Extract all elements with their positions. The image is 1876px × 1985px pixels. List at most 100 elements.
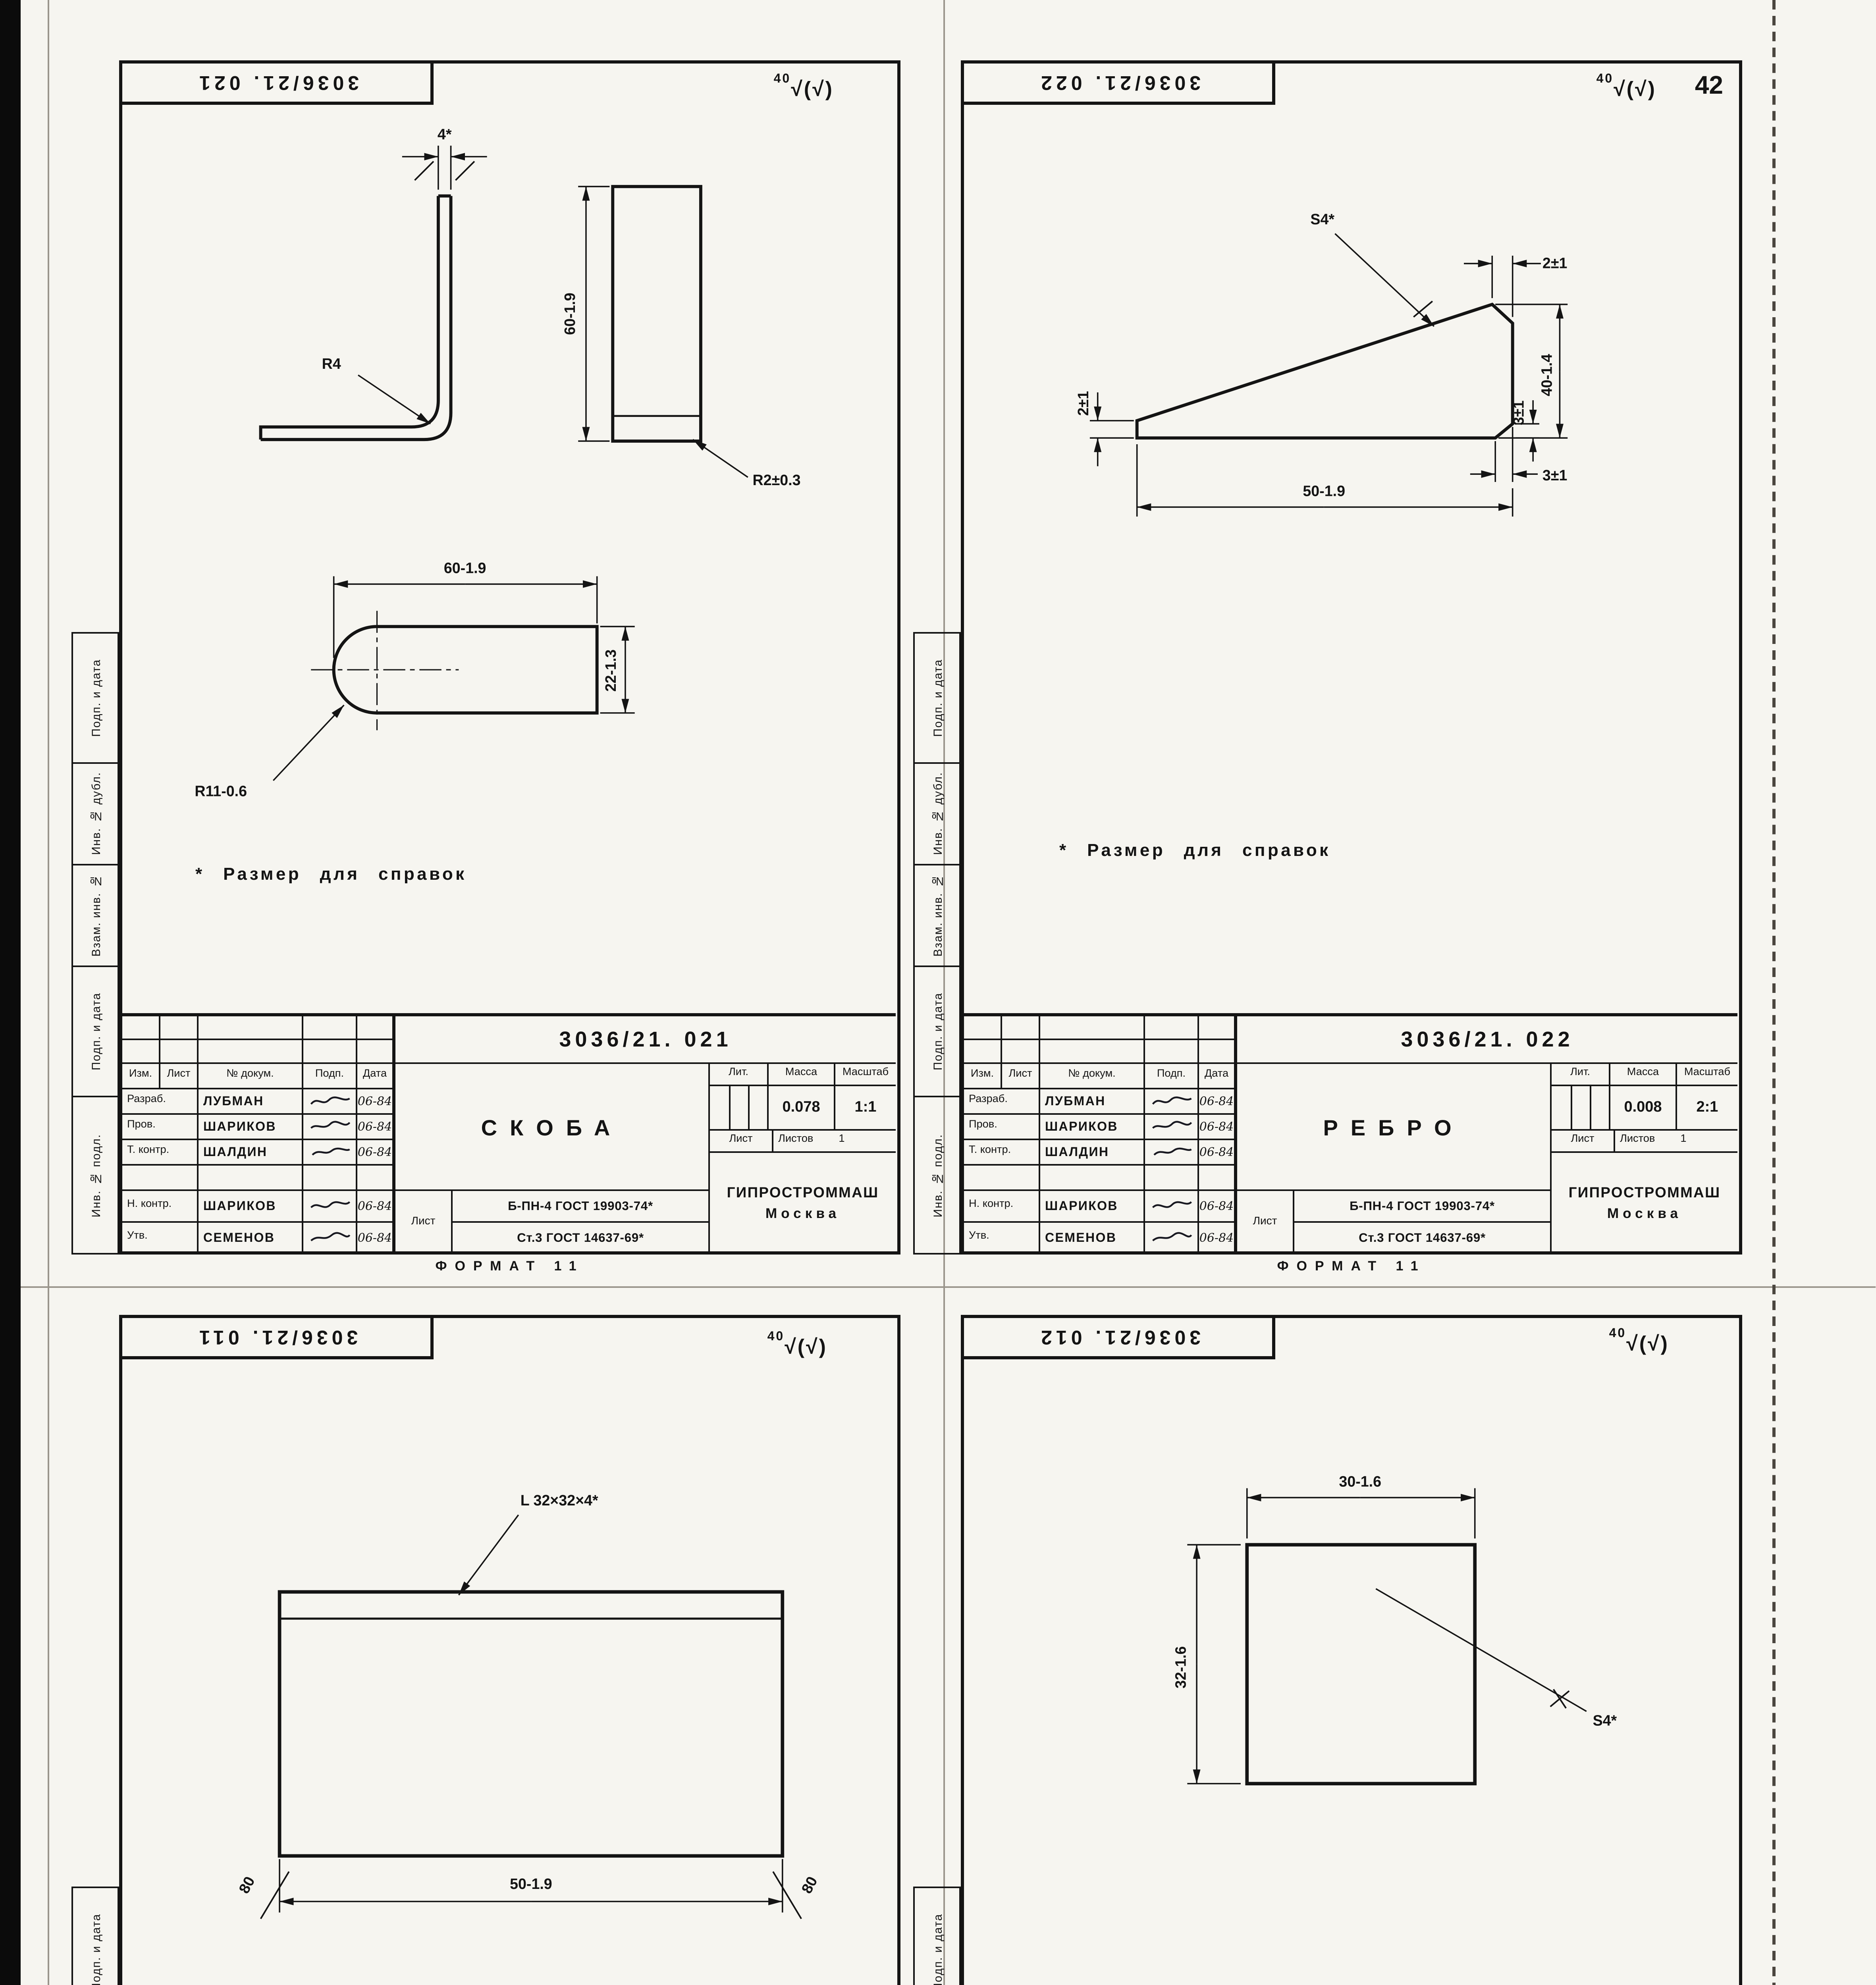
strip-label: Взам. инв. № xyxy=(930,874,944,957)
dim-thickness: S4* xyxy=(1310,211,1334,227)
tb-material-line2: Ст.3 ГОСТ 14637-69* xyxy=(453,1223,710,1255)
dim-angle-right: 80 xyxy=(798,1874,821,1896)
tb-header-podp: Подп. xyxy=(1145,1064,1199,1089)
page-number: 42 xyxy=(1695,73,1723,100)
sheet-frame: 3036/21. 022 40√(√) 42 xyxy=(961,60,1742,1255)
tb-prov-name: ШАРИКОВ xyxy=(199,1115,303,1140)
tb-cell xyxy=(1145,1166,1199,1191)
inverted-code: 3036/21. 012 xyxy=(1036,1326,1200,1348)
tb-massa-label: Масса xyxy=(1610,1064,1677,1086)
tb-cell xyxy=(160,1016,199,1040)
roughness-value: 40 xyxy=(773,71,791,86)
tb-nkontr-signature xyxy=(1145,1191,1199,1223)
tb-prov-label: Пров. xyxy=(122,1115,199,1140)
dim-thickness: S4* xyxy=(1593,1712,1617,1729)
tb-prov-date: 06-84 xyxy=(357,1115,395,1140)
scan-edge-bar xyxy=(0,0,21,1985)
roughness-symbols: √(√) xyxy=(791,77,834,101)
drawing-rebro: 2±1 S4* 2±1 3±1 40-1.4 3±1 50-1.9 xyxy=(1075,211,1568,517)
tb-org-line2: Москва xyxy=(1607,1204,1682,1221)
signature xyxy=(1153,1147,1191,1156)
tb-lit-label: Лит. xyxy=(710,1064,769,1086)
strip-box: Взам. инв. № xyxy=(913,864,961,966)
inverted-code-box: 3036/21. 011 xyxy=(122,1318,434,1359)
tb-prov-signature xyxy=(1145,1115,1199,1140)
strip-label: Подп. и дата xyxy=(930,659,944,737)
tb-nkontr-date: 06-84 xyxy=(357,1191,395,1223)
inverted-code-box: 3036/21. 012 xyxy=(964,1318,1275,1359)
tb-listov-value: 1 xyxy=(1680,1134,1687,1145)
tb-header-data: Дата xyxy=(357,1064,395,1089)
tb-utv-label: Утв. xyxy=(964,1223,1040,1255)
tb-prov-signature xyxy=(303,1115,357,1140)
tb-header-list: Лист xyxy=(1002,1064,1040,1089)
drawing-sheet-021: 3036/21. 021 40√(√) xyxy=(71,60,900,1291)
surface-roughness-mark: 40√(√) xyxy=(1609,1326,1669,1355)
roughness-symbols: √(√) xyxy=(1626,1331,1669,1355)
tb-cell xyxy=(1145,1016,1199,1040)
tb-tkontr-label: Т. контр. xyxy=(122,1140,199,1166)
sheet-frame: 3036/21. 012 40√(√) 30-1.6 32-1.6 xyxy=(961,1315,1742,1985)
strip-box: Подп. и дата xyxy=(71,1887,119,1985)
tb-org-line1: ГИПРОСТРОММАШ xyxy=(1568,1184,1721,1200)
tb-material-line1: Б-ПН-4 ГОСТ 19903-74* xyxy=(453,1191,710,1223)
signature xyxy=(1151,1121,1192,1129)
tb-document-code: 3036/21. 022 xyxy=(1237,1016,1737,1064)
drawing-sheet-012: 3036/21. 012 40√(√) 30-1.6 32-1.6 xyxy=(913,1315,1742,1985)
tb-nkontr-date: 06-84 xyxy=(1199,1191,1237,1223)
roughness-value: 40 xyxy=(767,1329,785,1343)
strip-label: Подп. и дата xyxy=(88,659,102,737)
tb-organization: ГИПРОСТРОММАШ Москва xyxy=(1552,1153,1737,1255)
tb-utv-signature xyxy=(303,1223,357,1255)
dim-thickness: 4* xyxy=(438,126,452,143)
tb-masshtab-label: Масштаб xyxy=(835,1064,896,1086)
drawing-svyaz-ugolok: L 32×32×4* 50-1.9 80 80 xyxy=(235,1492,821,1919)
tb-utv-name: СЕМЕНОВ xyxy=(199,1223,303,1255)
tb-header-data: Дата xyxy=(1199,1064,1237,1089)
tb-razrab-name: ЛУБМАН xyxy=(199,1089,303,1115)
tb-utv-date: 06-84 xyxy=(1199,1223,1237,1255)
tb-lit-cell xyxy=(750,1086,769,1131)
tb-lit-cell xyxy=(1591,1086,1610,1131)
tb-header-izm: Изм. xyxy=(122,1064,160,1089)
roughness-value: 40 xyxy=(1609,1326,1627,1340)
strip-box: Подп. и дата xyxy=(913,1887,961,1985)
tb-cell xyxy=(122,1166,199,1191)
tb-cell xyxy=(303,1016,357,1040)
tb-cell xyxy=(1040,1040,1145,1064)
tb-cell xyxy=(1199,1166,1237,1191)
signature xyxy=(309,1096,349,1105)
side-strip: Подп. и дата Инв. № дубл. Взам. инв. № П… xyxy=(71,1887,119,1985)
sheet-divider-vertical xyxy=(943,0,945,1985)
tb-razrab-date: 06-84 xyxy=(357,1089,395,1115)
dim-left-height: 2±1 xyxy=(1075,391,1091,416)
inverted-code: 3036/21. 011 xyxy=(195,1326,358,1348)
tb-cell xyxy=(1040,1166,1145,1191)
side-strip: Подп. и дата Инв. № дубл. Взам. инв. № П… xyxy=(913,632,961,1255)
strip-box: Подп. и дата xyxy=(913,966,961,1096)
tb-listov-label: Листов xyxy=(778,1134,814,1145)
tb-prov-name: ШАРИКОВ xyxy=(1040,1115,1145,1140)
dim-end-radius: R11-0.6 xyxy=(195,783,247,800)
tb-masshtab-value: 2:1 xyxy=(1677,1086,1737,1131)
tb-lit-cell xyxy=(1552,1086,1572,1131)
dim-right-height: 40-1.4 xyxy=(1539,354,1555,396)
tb-list-label: Лист xyxy=(710,1131,773,1153)
strip-label: Инв. № дубл. xyxy=(930,772,944,856)
tb-tkontr-date: 06-84 xyxy=(357,1140,395,1166)
tb-cell xyxy=(199,1166,303,1191)
strip-box: Подп. и дата xyxy=(913,632,961,762)
tb-tkontr-signature xyxy=(303,1140,357,1166)
tb-org-line2: Москва xyxy=(765,1204,841,1221)
fold-mark-dashed-line xyxy=(1772,0,1776,1985)
tb-utv-signature xyxy=(1145,1223,1199,1255)
dim-height: 60-1.9 xyxy=(561,293,578,335)
tb-material-line2: Ст.3 ГОСТ 14637-69* xyxy=(1294,1223,1552,1255)
tb-material-line1: Б-ПН-4 ГОСТ 19903-74* xyxy=(1294,1191,1552,1223)
tb-cell xyxy=(964,1016,1002,1040)
tb-listov: Листов 1 xyxy=(773,1131,896,1153)
tb-part-name: РЕБРО xyxy=(1237,1064,1552,1191)
tb-header-ndoc: № докум. xyxy=(1040,1064,1145,1089)
tb-listov-value: 1 xyxy=(839,1134,845,1145)
dim-height: 32-1.6 xyxy=(1172,1646,1189,1689)
